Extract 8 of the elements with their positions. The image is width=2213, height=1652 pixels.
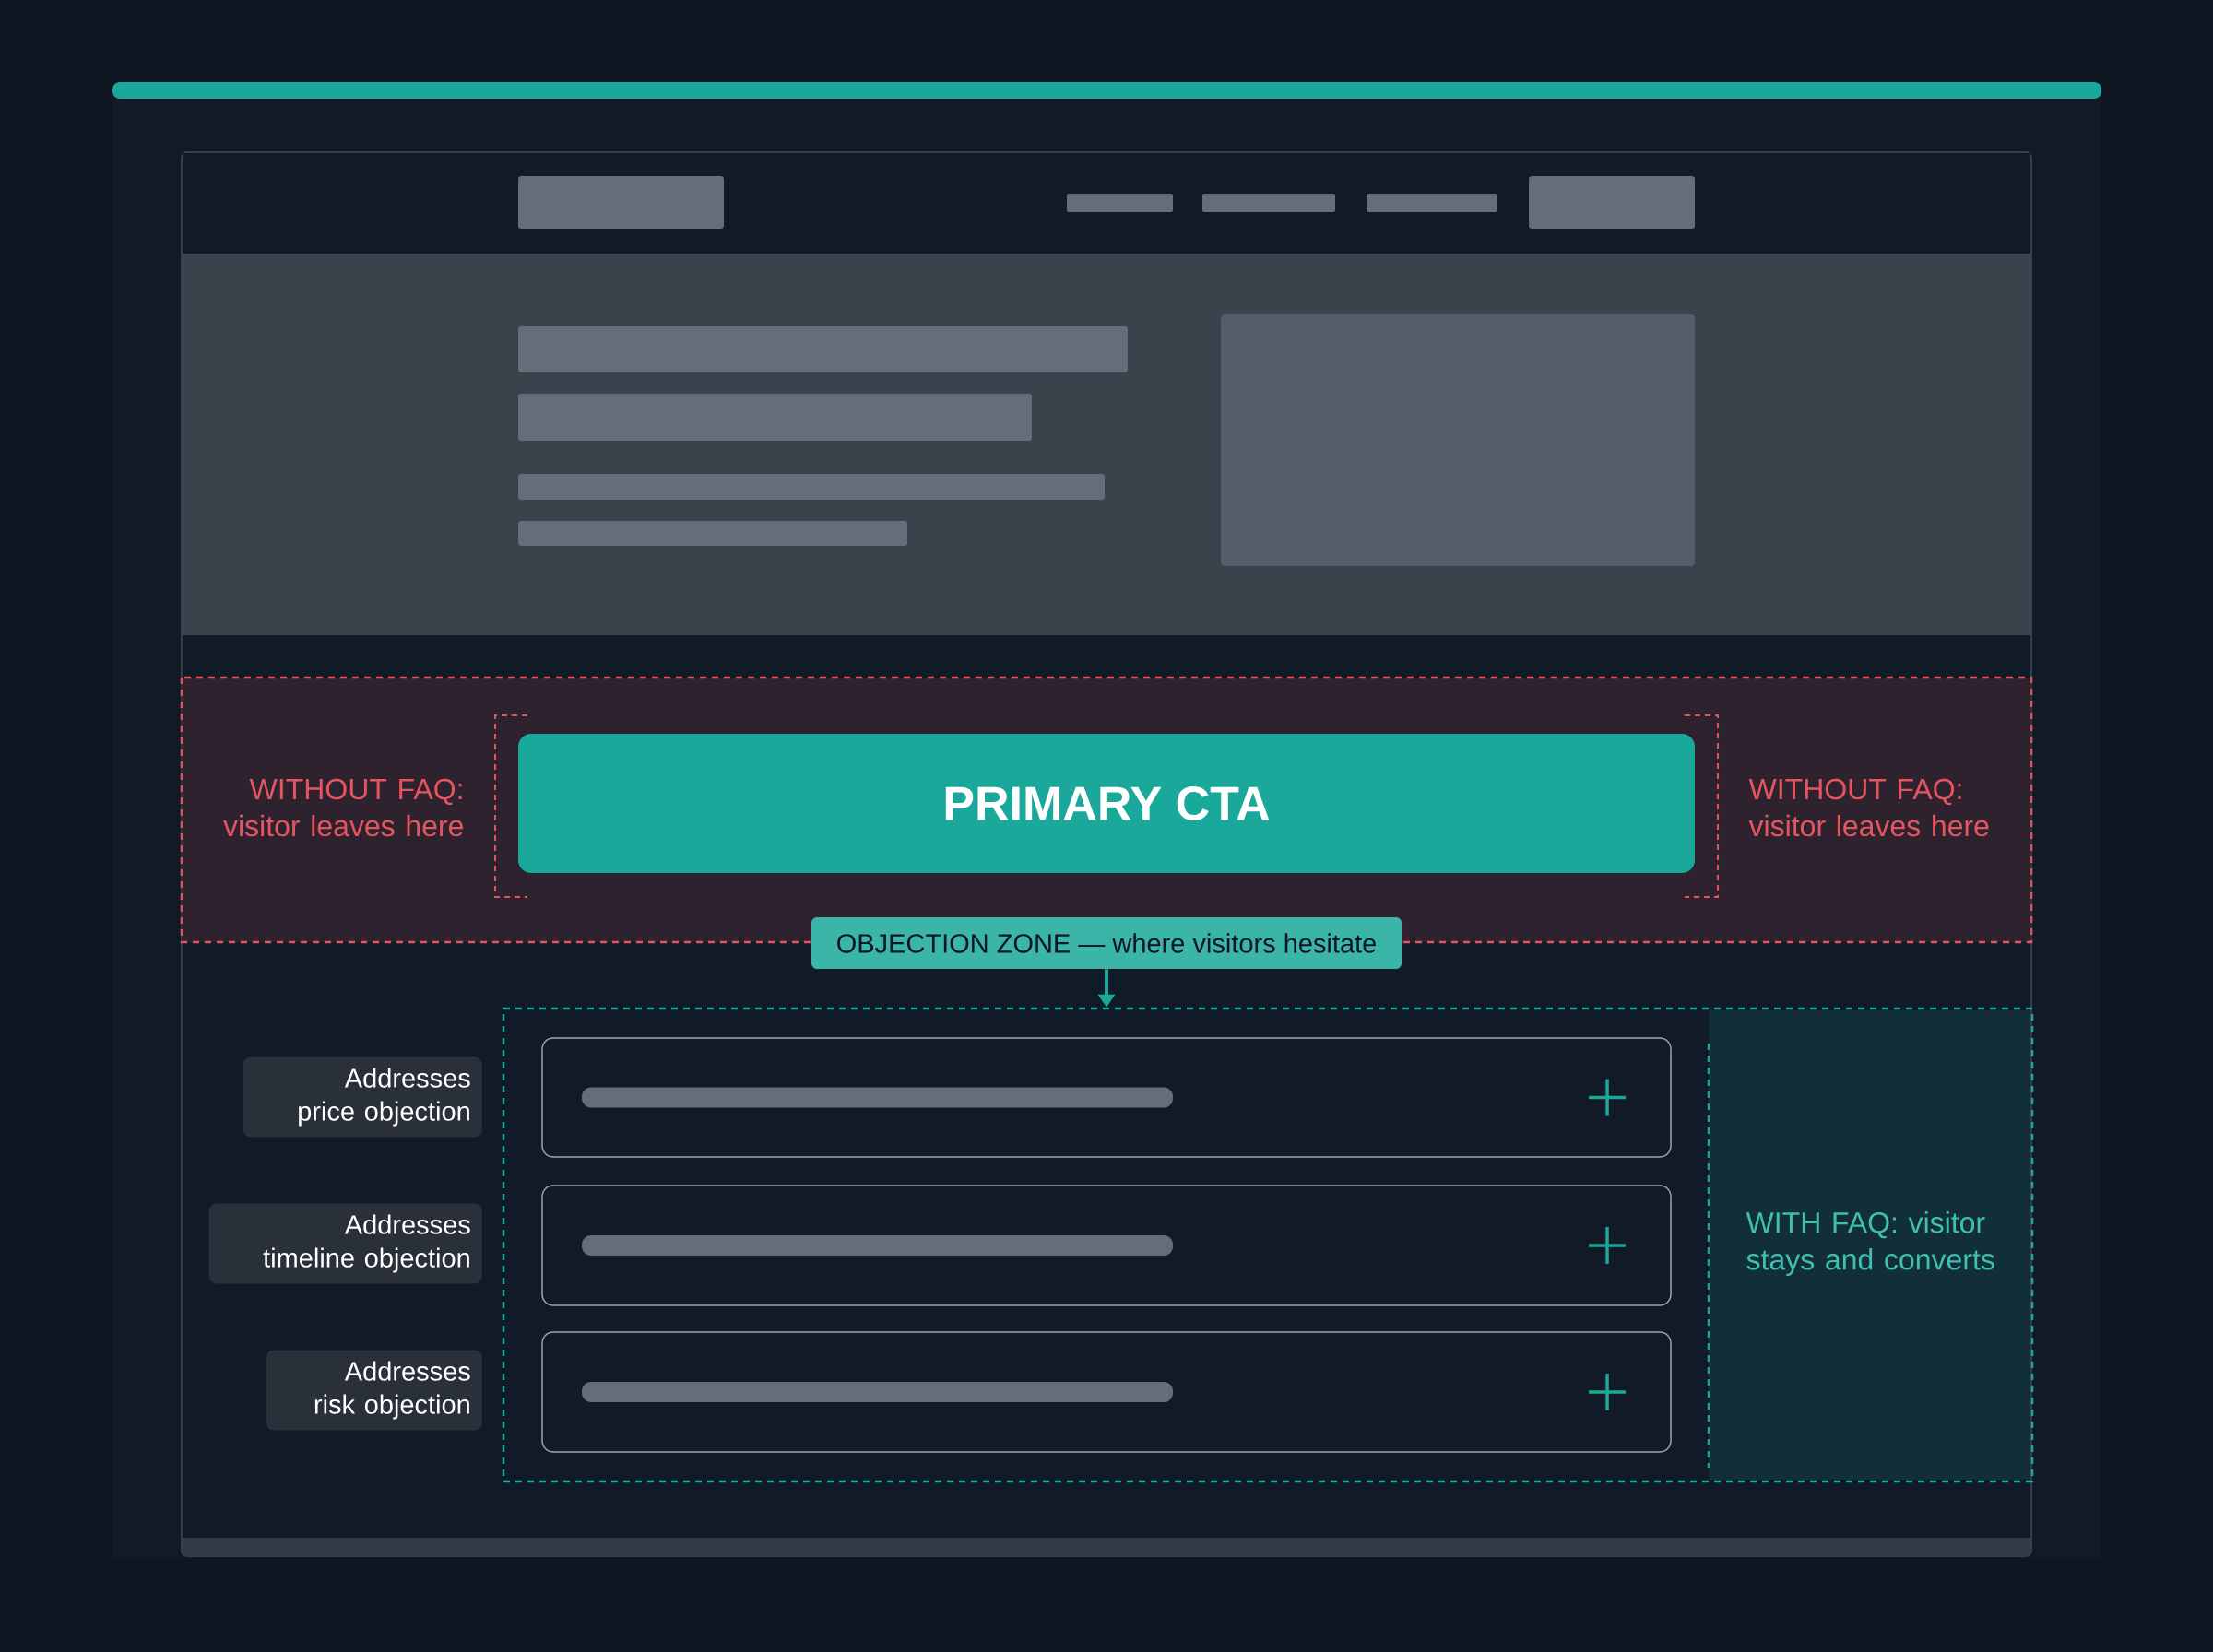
warning-note: WITHOUT FAQ: visitor leaves here bbox=[1748, 778, 1989, 837]
zone-badge: OBJECTION ZONE — where visitors hesitate bbox=[811, 917, 1402, 969]
objection-tag: Addresses timeline objection bbox=[208, 1203, 482, 1284]
objection-tag: Addresses risk objection bbox=[266, 1350, 482, 1431]
objection-tag: Addresses price objection bbox=[243, 1056, 482, 1138]
cta-button: PRIMARY CTA bbox=[518, 734, 1695, 873]
outcome-note: WITH FAQ: visitor stays and converts bbox=[1746, 1211, 1994, 1276]
warning-note: WITHOUT FAQ: visitor leaves here bbox=[223, 778, 463, 837]
